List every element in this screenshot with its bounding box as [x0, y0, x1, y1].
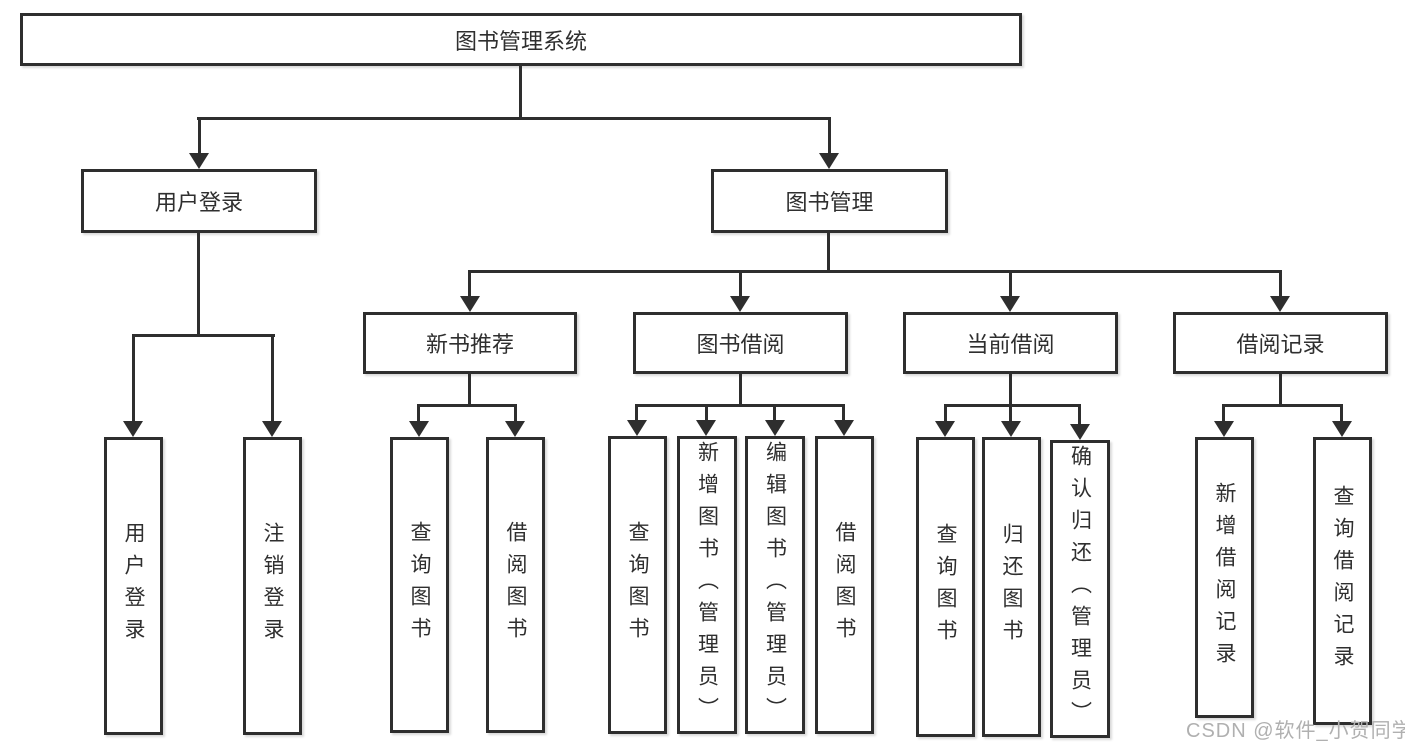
connector-line: [1009, 270, 1012, 298]
arrowhead-down-icon: [1332, 421, 1352, 437]
module-current-borrow-box: 当前借阅: [903, 312, 1118, 374]
arrowhead-down-icon: [765, 420, 785, 436]
connector-line: [1340, 404, 1343, 422]
connector-line: [1009, 404, 1012, 422]
connector-line: [1078, 404, 1081, 425]
module-borrow-record-box: 借阅记录: [1173, 312, 1388, 374]
connector-line: [468, 270, 471, 298]
module-new-book-recommend-box: 新书推荐: [363, 312, 577, 374]
connector-line: [197, 233, 200, 337]
connector-line: [519, 66, 522, 117]
connector-line: [944, 404, 1080, 407]
arrowhead-down-icon: [123, 421, 143, 437]
leaf-add-book-admin-box: 新增图书（管理员）: [677, 436, 737, 734]
leaf-label: 新增借阅记录: [1213, 481, 1236, 674]
module-label: 借阅记录: [1236, 332, 1325, 357]
connector-line: [842, 404, 845, 421]
connector-line: [1009, 374, 1012, 407]
arrowhead-down-icon: [460, 296, 480, 312]
connector-line: [197, 117, 831, 120]
leaf-label: 查询借阅记录: [1331, 485, 1354, 677]
arrowhead-down-icon: [935, 421, 955, 437]
arrowhead-down-icon: [1000, 296, 1020, 312]
connector-line: [944, 404, 947, 422]
arrowhead-down-icon: [834, 420, 854, 436]
connector-line: [635, 404, 845, 407]
leaf-label: 确认归还（管理员）: [1068, 445, 1092, 733]
leaf-label: 查询图书: [626, 521, 649, 649]
leaf-borrow-book-box: 借阅图书: [486, 437, 545, 733]
connector-line: [1279, 270, 1282, 298]
leaf-label: 借阅图书: [833, 521, 856, 649]
arrowhead-down-icon: [189, 153, 209, 169]
leaf-label: 注销登录: [261, 522, 284, 650]
leaf-label: 查询图书: [934, 523, 957, 651]
connector-line: [468, 374, 471, 407]
connector-line: [1279, 374, 1282, 407]
connector-line: [739, 374, 742, 407]
connector-line: [198, 117, 201, 155]
arrowhead-down-icon: [505, 421, 525, 437]
module-label: 图书借阅: [696, 332, 785, 357]
connector-line: [705, 404, 708, 421]
connector-line: [468, 270, 1281, 273]
leaf-add-borrow-record-box: 新增借阅记录: [1195, 437, 1254, 718]
leaf-label: 查询图书: [408, 521, 431, 649]
leaf-confirm-return-admin-box: 确认归还（管理员）: [1050, 440, 1110, 738]
leaf-label: 借阅图书: [504, 521, 527, 649]
leaf-query-book-box: 查询图书: [390, 437, 449, 733]
leaf-label: 编辑图书（管理员）: [763, 441, 787, 729]
leaf-user-login-box: 用户登录: [104, 437, 163, 735]
connector-line: [514, 404, 517, 422]
module-label: 新书推荐: [425, 332, 514, 357]
connector-line: [417, 404, 420, 422]
connector-line: [132, 334, 275, 337]
module-label: 当前借阅: [966, 332, 1055, 357]
connector-line: [773, 404, 776, 421]
csdn-watermark: CSDN @软件_小贺同学: [1186, 720, 1405, 742]
arrowhead-down-icon: [1001, 421, 1021, 437]
connector-line: [1222, 404, 1343, 407]
arrowhead-down-icon: [730, 296, 750, 312]
arrowhead-down-icon: [1070, 424, 1090, 440]
leaf-return-book-box: 归还图书: [982, 437, 1041, 737]
connector-line: [271, 334, 274, 422]
root-box: 图书管理系统: [20, 13, 1022, 66]
module-book-borrow-box: 图书借阅: [633, 312, 848, 374]
arrowhead-down-icon: [262, 421, 282, 437]
arrowhead-down-icon: [409, 421, 429, 437]
arrowhead-down-icon: [1214, 421, 1234, 437]
leaf-logout-box: 注销登录: [243, 437, 302, 735]
arrowhead-down-icon: [1270, 296, 1290, 312]
leaf-query-borrow-record-box: 查询借阅记录: [1313, 437, 1372, 725]
book-management-label: 图书管理: [785, 190, 874, 215]
leaf-edit-book-admin-box: 编辑图书（管理员）: [745, 436, 805, 734]
leaf-borrow-book-box: 借阅图书: [815, 436, 874, 734]
connector-line: [827, 233, 830, 273]
leaf-label: 归还图书: [1000, 523, 1023, 651]
connector-line: [1222, 404, 1225, 422]
leaf-query-book-box: 查询图书: [608, 436, 667, 734]
arrowhead-down-icon: [696, 420, 716, 436]
connector-line: [828, 117, 831, 155]
root-label: 图书管理系统: [454, 28, 587, 54]
leaf-label: 新增图书（管理员）: [695, 441, 719, 729]
connector-line: [417, 404, 517, 407]
book-management-box: 图书管理: [711, 169, 948, 233]
connector-line: [132, 334, 135, 422]
arrowhead-down-icon: [627, 420, 647, 436]
user-login-label: 用户登录: [154, 190, 243, 215]
connector-line: [739, 270, 742, 298]
arrowhead-down-icon: [819, 153, 839, 169]
connector-line: [635, 404, 638, 421]
leaf-label: 用户登录: [122, 522, 145, 650]
leaf-query-book-box: 查询图书: [916, 437, 975, 737]
user-login-box: 用户登录: [81, 169, 317, 233]
